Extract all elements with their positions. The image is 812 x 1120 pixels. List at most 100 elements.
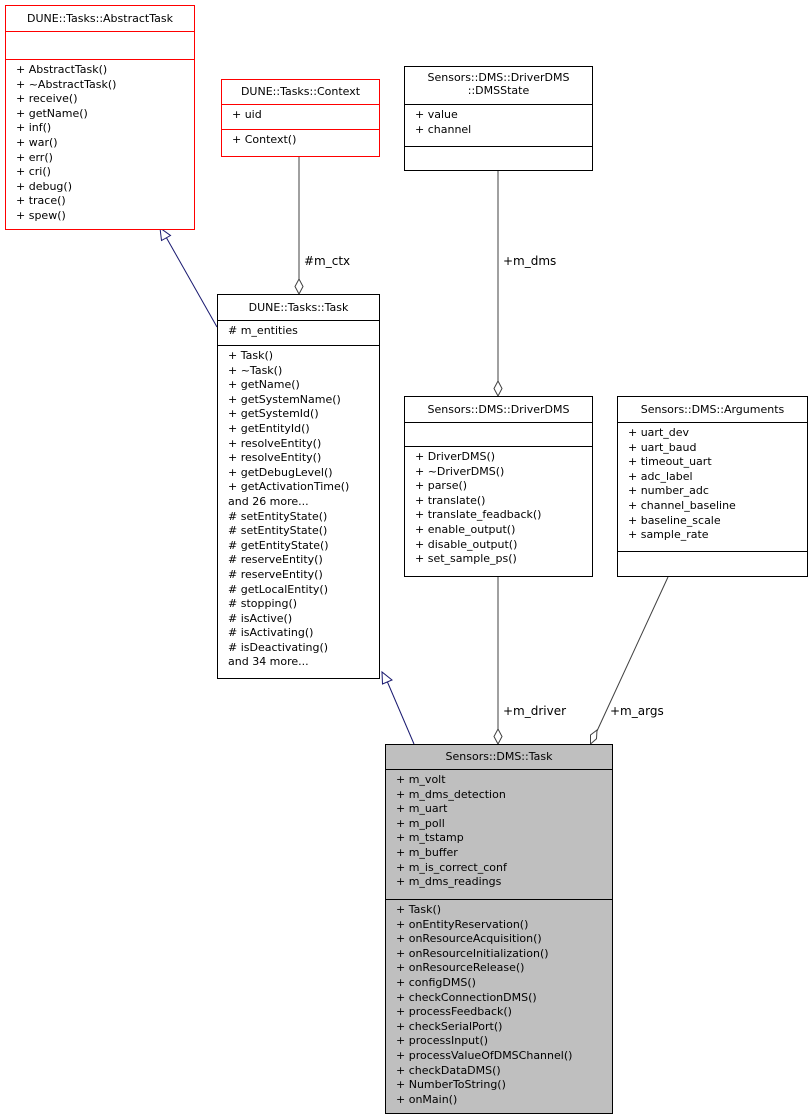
member-entry: + ~DriverDMS() [415, 464, 505, 478]
member-entry: + getEntityId() [228, 421, 310, 435]
member-entry: + onResourceAcquisition() [396, 932, 542, 946]
member-entry: + resolveEntity() [228, 451, 322, 465]
member-entry: + m_volt [396, 773, 446, 786]
member-entry: + getDebugLevel() [228, 465, 333, 479]
member-entry: + Task() [228, 349, 274, 362]
edge-task-inherits-abstracttask [165, 236, 218, 328]
member-entry: + timeout_uart [628, 455, 712, 469]
member-entry: + uart_baud [628, 440, 697, 454]
member-entry: + channel_baseline [628, 498, 736, 512]
member-entry: + inf() [16, 121, 52, 135]
composition-diamond [493, 727, 503, 746]
member-entry: # setEntityState() [228, 524, 328, 538]
member-entry: + channel [415, 122, 472, 136]
member-entry: + DriverDMS() [415, 450, 496, 463]
member-entry: + onResourceRelease() [396, 961, 525, 975]
edge-m-args [596, 576, 669, 732]
class-title: DUNE::Tasks::Context [240, 85, 361, 98]
member-entry: # getLocalEntity() [228, 582, 328, 596]
member-entry: + uid [232, 108, 262, 121]
member-entry: and 26 more... [228, 494, 309, 508]
attributes-section: + uart_dev+ uart_baud+ timeout_uart+ adc… [618, 422, 807, 551]
member-entry: + baseline_scale [628, 513, 721, 527]
member-entry: + processFeedback() [396, 1005, 512, 1019]
member-entry: + translate() [415, 493, 486, 507]
composition-diamond [493, 379, 503, 398]
member-entry: + onMain() [396, 1092, 458, 1106]
member-entry: + onEntityReservation() [396, 917, 529, 931]
composition-diamond [590, 728, 598, 746]
class-dms-task[interactable]: Sensors::DMS::Task + m_volt+ m_dms_detec… [385, 744, 613, 1114]
member-entry: + debug() [16, 179, 72, 193]
methods-section [618, 551, 807, 576]
class-arguments[interactable]: Sensors::DMS::Arguments + uart_dev+ uart… [617, 396, 808, 577]
member-entry: + getName() [16, 106, 88, 120]
member-entry: + getName() [228, 378, 300, 392]
class-title: Sensors::DMS::Arguments [640, 403, 785, 416]
member-entry: + spew() [16, 208, 66, 222]
class-title: Sensors::DMS::DriverDMS ::DMSState [405, 67, 592, 104]
member-entry: + enable_output() [415, 522, 516, 536]
member-entry: + Context() [232, 133, 297, 146]
class-title: DUNE::Tasks::AbstractTask [27, 12, 173, 25]
member-entry: + trace() [16, 194, 66, 208]
member-entry: + getActivationTime() [228, 480, 350, 494]
member-entry: + set_sample_ps() [415, 552, 517, 566]
class-dune-task[interactable]: DUNE::Tasks::Task # m_entities + Task()+… [217, 294, 380, 679]
member-entry: # isActive() [228, 611, 293, 625]
member-entry: + disable_output() [415, 537, 518, 551]
member-entry: + value [415, 108, 458, 121]
methods-section: + AbstractTask()+ ~AbstractTask()+ recei… [6, 59, 194, 229]
member-entry: + m_dms_detection [396, 787, 506, 801]
member-entry: + m_poll [396, 816, 445, 830]
member-entry: + cri() [16, 165, 51, 179]
member-entry: # stopping() [228, 597, 298, 611]
member-entry: + m_tstamp [396, 831, 464, 845]
attributes-section [6, 31, 194, 59]
member-entry: + sample_rate [628, 528, 709, 542]
member-entry: + parse() [415, 479, 468, 493]
attributes-section: # m_entities [218, 320, 379, 345]
member-entry: + uart_dev [628, 426, 690, 439]
class-dms-state[interactable]: Sensors::DMS::DriverDMS ::DMSState + val… [404, 66, 593, 171]
class-title: Sensors::DMS::DriverDMS [427, 403, 570, 416]
class-title-line: ::DMSState [467, 84, 530, 97]
methods-section: + Context() [222, 129, 379, 156]
member-entry: + m_buffer [396, 845, 458, 859]
member-entry: + configDMS() [396, 975, 476, 989]
class-abstract-task[interactable]: DUNE::Tasks::AbstractTask + AbstractTask… [5, 5, 195, 230]
member-entry: + m_uart [396, 802, 448, 816]
member-entry: # setEntityState() [228, 509, 328, 523]
member-entry: + checkDataDMS() [396, 1063, 501, 1077]
member-entry: # getEntityState() [228, 538, 329, 552]
member-entry: and 34 more... [228, 655, 309, 669]
member-entry: + checkConnectionDMS() [396, 990, 537, 1004]
member-entry: + war() [16, 135, 58, 149]
class-context[interactable]: DUNE::Tasks::Context + uid + Context() [221, 79, 380, 157]
composition-diamond [294, 277, 304, 296]
member-entry: + processValueOfDMSChannel() [396, 1048, 573, 1062]
member-entry: + getSystemId() [228, 407, 319, 421]
inheritance-arrowhead [159, 226, 172, 242]
class-title: Sensors::DMS::Task [445, 750, 553, 763]
member-entry: + resolveEntity() [228, 436, 322, 450]
edge-dmstask-inherits-dunetask [386, 680, 415, 745]
label-m-args: +m_args [610, 704, 664, 718]
member-entry: # reserveEntity() [228, 553, 323, 567]
member-entry: # reserveEntity() [228, 567, 323, 581]
methods-section [405, 146, 592, 170]
member-entry: + AbstractTask() [16, 63, 108, 76]
member-entry: + m_dms_readings [396, 875, 502, 889]
class-title-line: Sensors::DMS::DriverDMS [427, 71, 570, 84]
member-entry: + m_is_correct_conf [396, 860, 507, 874]
member-entry: + getSystemName() [228, 392, 341, 406]
class-driver-dms[interactable]: Sensors::DMS::DriverDMS + DriverDMS()+ ~… [404, 396, 593, 577]
member-entry: + adc_label [628, 469, 693, 483]
label-m-dms: +m_dms [503, 254, 557, 268]
class-title: DUNE::Tasks::Task [248, 301, 349, 314]
attributes-section: + value+ channel [405, 104, 592, 146]
member-entry: + err() [16, 150, 53, 164]
member-entry: + ~Task() [228, 363, 283, 377]
member-entry: # isActivating() [228, 626, 314, 640]
